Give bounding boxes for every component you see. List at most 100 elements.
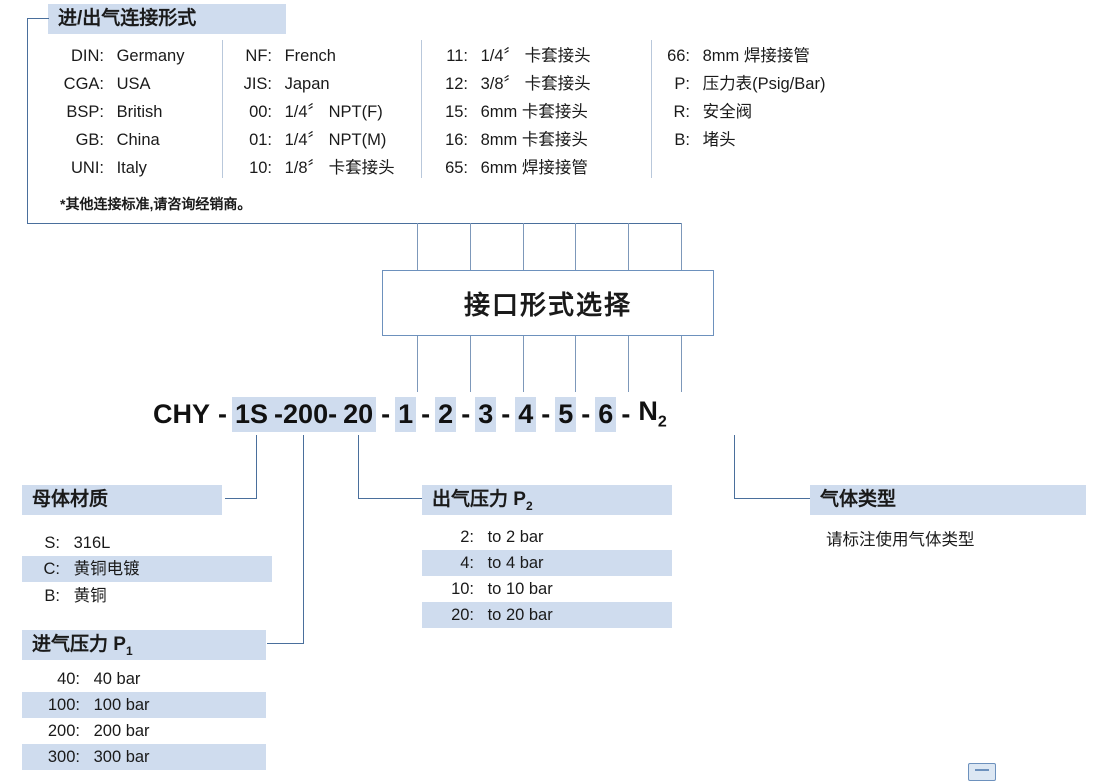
part-segment-port-2: 2 [435,396,457,432]
top-column-separator-3 [651,40,652,178]
connection-row: 10: 1/8〞 卡套接头 [238,154,395,182]
option-desc: 100 bar [93,696,150,714]
part-dash: - [461,398,471,429]
outlet-pressure-option: 2: to 2 bar [422,524,672,550]
connection-row: B: 堵头 [662,126,736,154]
connection-desc: 安全阀 [702,103,753,121]
connection-code: NF: [245,47,272,65]
connection-row: P: 压力表(Psig/Bar) [662,70,825,98]
part-segment-port-3: 3 [475,396,497,432]
top-bracket-stub [27,18,49,19]
top-section-note: *其他连接标准,请咨询经销商。 [60,196,252,212]
outlet-pressure-option: 20: to 20 bar [422,602,672,628]
outlet-pressure-title-bar: 出气压力 P2 [422,485,672,515]
corner-chip-icon[interactable] [968,763,996,781]
connection-code: 66: [667,47,690,65]
part-segment-chy: CHY [153,398,211,429]
part-dash: - [501,398,511,429]
inlet-pressure-title-bar: 进气压力 P1 [22,630,266,660]
interface-selection-box: 接口形式选择 [382,270,714,336]
top-section-title-bar: 进/出气连接形式 [48,4,286,34]
connection-code: 10: [249,159,272,177]
connection-code: 01: [249,131,272,149]
connection-code: BSP: [66,103,104,121]
connection-desc: 压力表(Psig/Bar) [702,75,826,93]
option-desc: to 2 bar [487,528,544,546]
connection-row: 11: 1/4〞 卡套接头 [440,42,590,70]
connection-desc: 6mm 焊接接管 [480,159,588,177]
option-code: 100: [47,696,80,714]
connection-row: 16: 8mm 卡套接头 [440,126,588,154]
connector-drop-4 [575,223,576,271]
top-bracket-left [27,18,28,224]
part-segment-inlet-pressure: -200- [271,396,341,432]
connection-code: P: [674,75,690,93]
option-code: 40: [57,670,80,688]
inlet-pressure-option: 40: 40 bar [22,666,266,692]
connector-leg-2 [470,336,471,392]
connection-desc: Germany [116,47,185,65]
option-desc: to 4 bar [487,554,544,572]
inlet-pressure-option: 100: 100 bar [22,692,266,718]
body-material-option: C: 黄铜电镀 [22,556,272,582]
connection-row: BSP: British [52,98,162,126]
connection-code: 65: [445,159,468,177]
gas-type-description: 请标注使用气体类型 [826,531,975,549]
body-material-option: S: 316L [22,530,272,556]
connector-leg-6 [681,336,682,392]
body-material-title-bar: 母体材质 [22,485,222,515]
connector-outlet-vert [358,435,359,499]
connection-desc: China [116,131,160,149]
connection-desc: Italy [116,159,147,177]
option-desc: 40 bar [93,670,141,688]
connector-leg-1 [417,336,418,392]
connection-code: R: [673,103,691,121]
connection-row: NF: French [238,42,336,70]
connector-leg-4 [575,336,576,392]
top-section-title: 进/出气连接形式 [58,8,197,29]
connection-desc: 8mm 焊接接管 [702,47,810,65]
connection-row: JIS: Japan [238,70,330,98]
option-desc: 300 bar [93,748,150,766]
option-desc: 316L [73,534,111,552]
part-dash: - [421,398,431,429]
option-code: 200: [47,722,80,740]
inlet-pressure-option: 300: 300 bar [22,744,266,770]
connection-code: 00: [249,103,272,121]
part-segment-material: 1S [232,396,272,432]
interface-selection-label: 接口形式选择 [463,289,632,320]
connection-row: GB: China [52,126,160,154]
top-bracket-bottom [27,223,682,224]
connection-desc: 1/4〞 NPT(M) [284,131,387,149]
connector-leg-3 [523,336,524,392]
connector-drop-3 [523,223,524,271]
connection-desc: 堵头 [702,131,736,149]
option-code: 300: [47,748,80,766]
body-material-title: 母体材质 [32,489,109,510]
option-code: 20: [451,606,474,624]
connector-drop-6 [681,223,682,271]
connection-desc: 1/4〞 NPT(F) [284,103,383,121]
connection-code: 12: [445,75,468,93]
connection-code: 15: [445,103,468,121]
option-code: 10: [451,580,474,598]
connection-row: 15: 6mm 卡套接头 [440,98,588,126]
connection-row: 66: 8mm 焊接接管 [662,42,810,70]
part-segment-port-6: 6 [595,396,617,432]
part-segment-port-4: 4 [515,396,537,432]
gas-type-title-bar: 气体类型 [810,485,1086,515]
connection-code: B: [674,131,690,149]
connector-leg-5 [628,336,629,392]
outlet-pressure-option: 10: to 10 bar [422,576,672,602]
connection-code: GB: [75,131,104,149]
option-code: B: [44,587,60,605]
outlet-pressure-title: 出气压力 P2 [432,489,533,513]
inlet-pressure-title: 进气压力 P1 [32,634,133,658]
outlet-pressure-option: 4: to 4 bar [422,550,672,576]
connection-desc: 8mm 卡套接头 [480,131,588,149]
connector-gas-horz [734,498,810,499]
part-dash: - [581,398,591,429]
body-material-option: B: 黄铜 [22,583,272,609]
option-code: C: [43,560,61,578]
option-code: S: [44,534,60,552]
